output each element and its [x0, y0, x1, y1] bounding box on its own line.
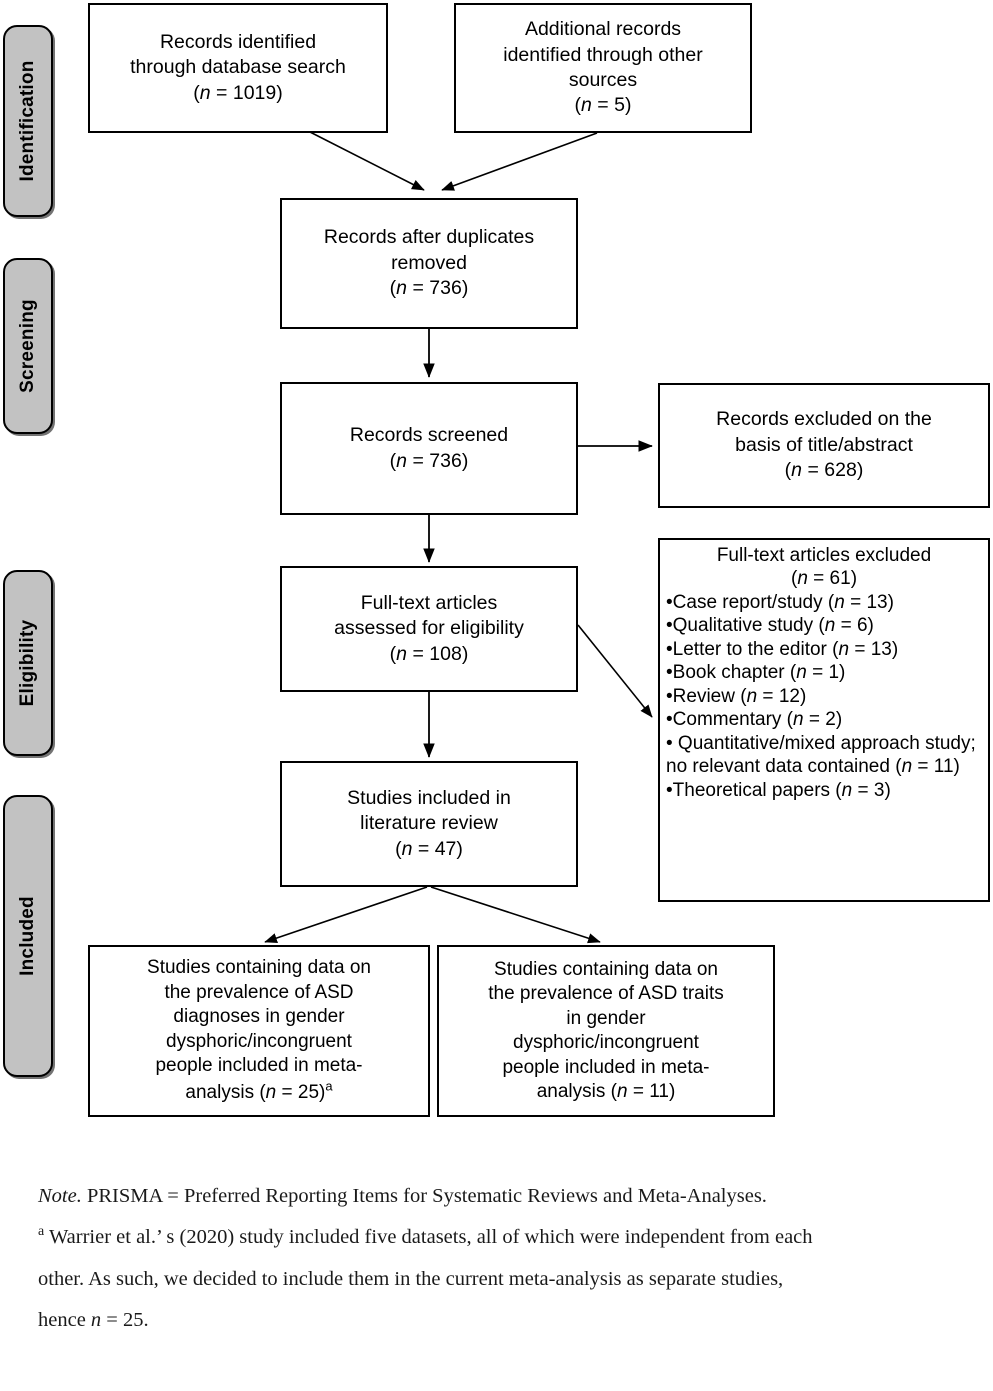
studies-traits-line3: in gender — [566, 1007, 646, 1029]
fulltext-assessed-line2: assessed for eligibility — [334, 617, 524, 640]
stage-pill-identification: Identification — [3, 25, 53, 217]
studies-traits-line4: dysphoric/incongruent — [513, 1032, 699, 1053]
exclusion-item: •Qualitative study (n = 6) — [666, 615, 874, 637]
footnote-marker-a: a — [38, 1224, 45, 1240]
exclusion-item: •Commentary (n = 2) — [666, 709, 843, 731]
figure-note: Note. PRISMA = Preferred Reporting Items… — [38, 1176, 958, 1342]
box-records-screened: Records screened (n = 736) — [280, 382, 578, 515]
studies-included-count: (n = 47) — [395, 837, 463, 860]
exclusion-item: •Theoretical papers (n = 3) — [666, 779, 891, 801]
stage-label-eligibility: Eligibility — [17, 619, 38, 707]
exclusion-item: •Case report/study (n = 13) — [666, 591, 894, 613]
fulltext-excluded-heading: Full-text articles excluded — [716, 545, 932, 566]
note-line-2: a Warrier et al.’ s (2020) study include… — [38, 1217, 958, 1258]
records-excluded-line1: Records excluded on the — [716, 408, 932, 431]
box-records-after-duplicates: Records after duplicates removed (n = 73… — [280, 198, 578, 329]
additional-records-line3: sources — [568, 69, 638, 91]
arrow-identified-to-dedup — [309, 131, 425, 191]
studies-diagnoses-line1: Studies containing data on — [147, 957, 371, 979]
box-studies-asd-diagnoses: Studies containing data on the prevalenc… — [88, 945, 430, 1117]
note-line1-rest: PRISMA = Preferred Reporting Items for S… — [81, 1185, 767, 1207]
exclusion-item: •Review (n = 12) — [666, 685, 807, 707]
records-screened-line1: Records screened — [349, 424, 509, 447]
box-studies-included: Studies included in literature review (n… — [280, 761, 578, 887]
fulltext-assessed-count: (n = 108) — [389, 642, 469, 665]
exclusion-item: •Book chapter (n = 1) — [666, 662, 846, 684]
stage-label-included: Included — [17, 896, 38, 976]
note-line-1: Note. PRISMA = Preferred Reporting Items… — [38, 1176, 958, 1217]
studies-traits-line5: people included in meta- — [502, 1056, 710, 1078]
studies-traits-line2: the prevalence of ASD traits — [488, 983, 724, 1004]
studies-diagnoses-count: analysis (n = 25)a — [185, 1078, 333, 1104]
records-excluded-line2: basis of title/abstract — [735, 433, 913, 456]
box-additional-records: Additional records identified through ot… — [454, 3, 752, 133]
exclusion-item: •Letter to the editor (n = 13) — [666, 638, 899, 660]
box-studies-asd-traits: Studies containing data on the prevalenc… — [437, 945, 775, 1117]
studies-diagnoses-line4: dysphoric/incongruent — [166, 1030, 352, 1052]
additional-records-count: (n = 5) — [574, 94, 632, 117]
records-identified-line1: Records identified — [159, 30, 317, 53]
note-line-3: other. As such, we decided to include th… — [38, 1267, 784, 1290]
after-duplicates-line1: Records after duplicates — [323, 226, 535, 249]
stage-label-screening: Screening — [17, 299, 38, 393]
box-records-excluded: Records excluded on the basis of title/a… — [658, 383, 990, 508]
note-n-symbol: n — [90, 1309, 102, 1332]
studies-traits-count: analysis (n = 11) — [536, 1081, 676, 1102]
exclusion-item: • Quantitative/mixed approach study; no … — [666, 732, 976, 778]
additional-records-line1: Additional records — [524, 18, 682, 41]
arrow-included-to-traits — [430, 886, 601, 944]
note-line-4: hence n = 25. — [38, 1309, 149, 1332]
after-duplicates-count: (n = 736) — [389, 277, 469, 300]
studies-included-line2: literature review — [360, 812, 498, 835]
note-line2-text: Warrier et al.’ s (2020) study included … — [44, 1226, 813, 1249]
fulltext-assessed-line1: Full-text articles — [360, 591, 498, 614]
box-fulltext-excluded: Full-text articles excluded (n = 61) •Ca… — [658, 538, 990, 902]
studies-diagnoses-line2: the prevalence of ASD — [164, 981, 354, 1003]
box-fulltext-assessed: Full-text articles assessed for eligibil… — [280, 566, 578, 692]
box-records-identified: Records identified through database sear… — [88, 3, 388, 133]
fulltext-excluded-count: (n = 61) — [790, 568, 858, 590]
arrow-included-to-diagnoses — [264, 886, 428, 943]
stage-pill-eligibility: Eligibility — [3, 570, 53, 756]
records-identified-count: (n = 1019) — [193, 81, 283, 104]
records-excluded-count: (n = 628) — [784, 459, 864, 482]
studies-included-line1: Studies included in — [347, 786, 511, 809]
studies-traits-line1: Studies containing data on — [494, 958, 718, 980]
records-identified-line2: through database search — [130, 56, 346, 79]
studies-diagnoses-line3: diagnoses in gender — [173, 1006, 345, 1028]
arrow-fulltext-to-excluded — [577, 624, 653, 718]
additional-records-line2: identified through other — [503, 43, 703, 66]
arrow-additional-to-dedup — [441, 132, 598, 191]
stage-pill-screening: Screening — [3, 258, 53, 434]
records-screened-count: (n = 736) — [389, 449, 469, 472]
after-duplicates-line2: removed — [391, 251, 467, 274]
studies-diagnoses-line5: people included in meta- — [155, 1055, 363, 1077]
note-label: Note. — [38, 1185, 82, 1207]
footnote-marker-a: a — [325, 1078, 333, 1094]
fulltext-excluded-list: •Case report/study (n = 13) •Qualitative… — [666, 591, 982, 802]
stage-pill-included: Included — [3, 795, 53, 1077]
stage-label-identification: Identification — [17, 60, 38, 182]
prisma-flow-diagram: Identification Screening Eligibility Inc… — [3, 3, 990, 1117]
